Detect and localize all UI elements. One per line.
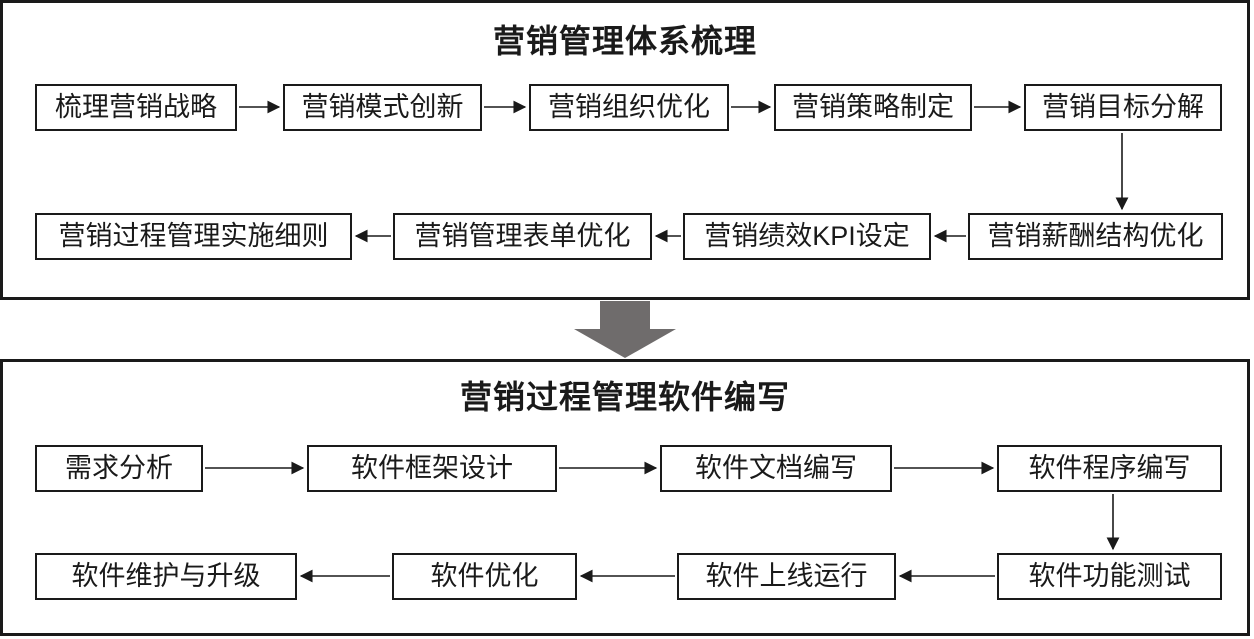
flow-node-label: 软件程序编写 (1028, 453, 1191, 483)
flow-node-bottom-r2-2: 软件优化 (392, 553, 577, 600)
flow-node-label: 软件维护与升级 (71, 561, 261, 591)
flow-node-top-r1-5: 营销目标分解 (1024, 84, 1222, 131)
flow-node-top-r1-1: 梳理营销战略 (35, 84, 237, 131)
flow-node-label: 软件框架设计 (351, 453, 513, 483)
section-connector-arrow (574, 301, 676, 358)
flow-node-label: 营销管理表单优化 (414, 221, 631, 251)
flow-node-label: 梳理营销战略 (55, 92, 217, 122)
flow-node-label: 需求分析 (65, 453, 173, 483)
flow-node-bottom-r1-1: 需求分析 (35, 445, 203, 492)
flow-node-bottom-r2-3: 软件上线运行 (677, 553, 896, 600)
section-top-title: 营销管理体系梳理 (492, 23, 757, 59)
section-bottom-title: 营销过程管理软件编写 (459, 379, 790, 415)
flow-node-label: 软件文档编写 (695, 453, 857, 483)
flow-node-label: 营销绩效KPI设定 (704, 221, 910, 251)
flow-node-label: 营销过程管理实施细则 (58, 221, 329, 251)
flow-node-top-r2-2: 营销管理表单优化 (393, 213, 652, 260)
flow-node-label: 营销目标分解 (1042, 92, 1204, 122)
flow-node-bottom-r2-4: 软件功能测试 (997, 553, 1222, 600)
flow-node-label: 营销组织优化 (548, 92, 710, 122)
flow-node-bottom-r1-2: 软件框架设计 (307, 445, 557, 492)
flow-node-top-r2-3: 营销绩效KPI设定 (683, 213, 931, 260)
flow-node-top-r1-2: 营销模式创新 (283, 84, 482, 131)
flow-node-label: 营销模式创新 (301, 92, 464, 122)
flow-node-label: 营销薪酬结构优化 (987, 221, 1204, 251)
flow-node-label: 软件上线运行 (705, 561, 868, 591)
flow-node-top-r2-1: 营销过程管理实施细则 (35, 213, 352, 260)
flow-node-bottom-r2-1: 软件维护与升级 (35, 553, 297, 600)
flow-node-bottom-r1-4: 软件程序编写 (997, 445, 1222, 492)
flow-node-label: 软件功能测试 (1028, 561, 1191, 591)
flow-node-top-r1-4: 营销策略制定 (774, 84, 972, 131)
flow-node-label: 软件优化 (430, 561, 539, 591)
flow-node-label: 营销策略制定 (792, 92, 954, 122)
flow-node-top-r1-3: 营销组织优化 (529, 84, 729, 131)
flow-node-top-r2-4: 营销薪酬结构优化 (968, 213, 1223, 260)
flow-node-bottom-r1-3: 软件文档编写 (660, 445, 892, 492)
